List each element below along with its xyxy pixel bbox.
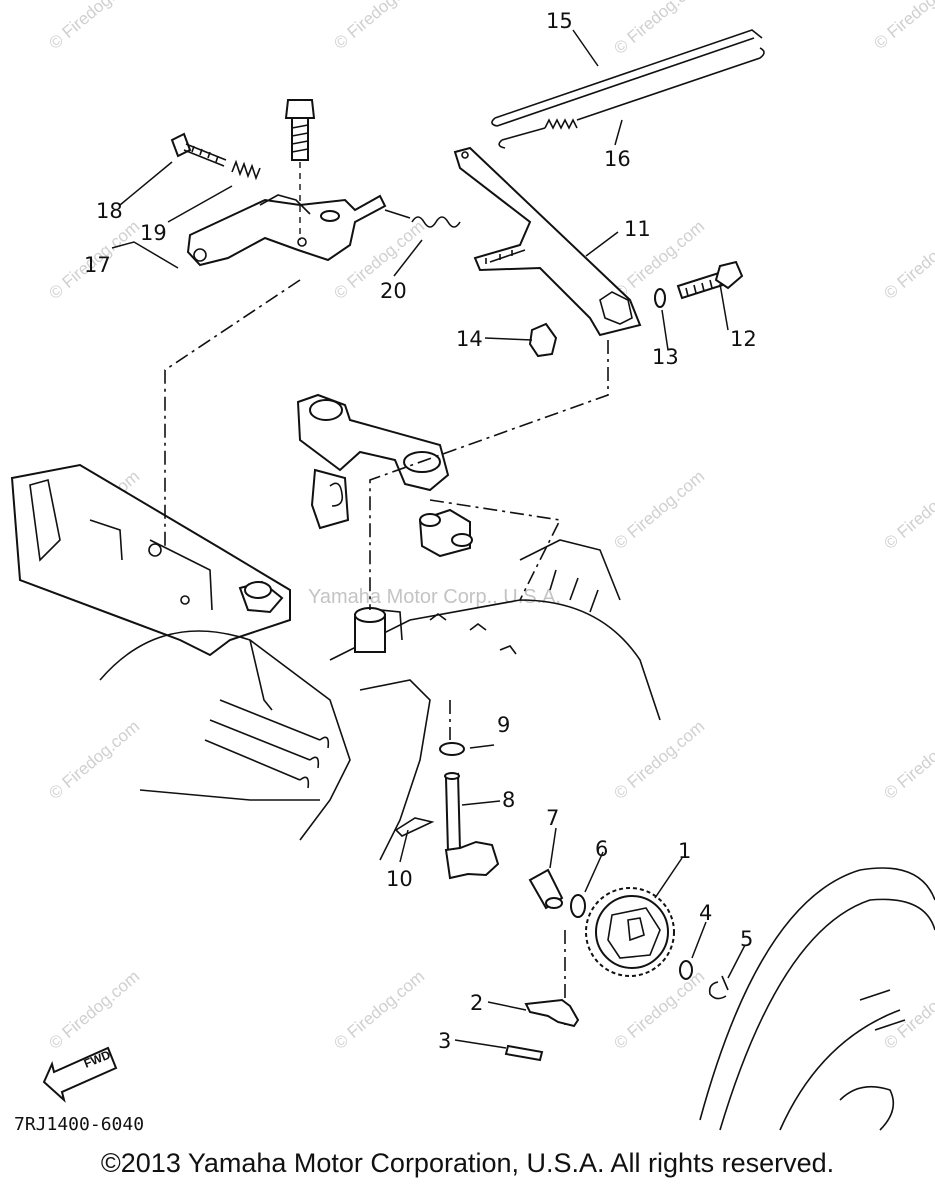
callout-17: 17: [84, 253, 111, 277]
watermark: © Firedog.com: [880, 217, 935, 303]
leader-lines: [111, 29, 746, 1049]
watermark: © Firedog.com: [45, 967, 143, 1053]
watermark: © Firedog.com: [870, 0, 935, 53]
callout-16: 16: [604, 147, 631, 171]
part-2-plate: [524, 998, 580, 1028]
callout-15: 15: [546, 9, 573, 33]
part-5-clip: [708, 975, 729, 1000]
main-frame: [10, 393, 450, 711]
callouts: 1 2 3 4 5 6 7 8 9 10 11 12 13 14 15 16 1…: [84, 9, 757, 1053]
fwd-arrow-icon: FWD: [42, 1046, 118, 1103]
part-20-spring: [384, 209, 461, 228]
part-1-gear: [585, 887, 675, 977]
part-3-pin: [504, 1044, 544, 1062]
callout-11: 11: [624, 217, 651, 241]
assembly-line: [369, 340, 609, 610]
part-8-shaft: [444, 772, 500, 880]
part-11-lever: [453, 146, 642, 337]
callout-14: 14: [456, 327, 483, 351]
part-13-washer: [654, 288, 666, 308]
part-9-washer: [439, 742, 465, 756]
diagram-code: 7RJ1400-6040: [14, 1114, 144, 1135]
part-17-bracket: [186, 194, 387, 267]
callout-10: 10: [386, 867, 413, 891]
watermark: © Firedog.com: [880, 467, 935, 553]
watermark: © Firedog.com: [610, 967, 708, 1053]
part-7-pin: [528, 868, 564, 910]
callout-2: 2: [470, 991, 483, 1015]
callout-4: 4: [699, 901, 712, 925]
part-6-washer: [570, 894, 586, 918]
top-bolt: [284, 99, 316, 161]
callout-18: 18: [96, 199, 123, 223]
callout-20: 20: [380, 279, 407, 303]
part-19-spring: [231, 159, 261, 181]
part-18-screw: [170, 132, 227, 167]
callout-7: 7: [546, 806, 559, 830]
callout-9: 9: [497, 713, 510, 737]
watermark: © Firedog.com: [880, 967, 935, 1053]
watermark: © Firedog.com: [330, 0, 428, 53]
callout-8: 8: [502, 788, 515, 812]
part-10-clip: [394, 817, 435, 837]
part-4-washer: [679, 960, 693, 980]
watermark: © Firedog.com: [610, 467, 708, 553]
part-15-rod: [491, 29, 763, 127]
assembly-line: [164, 279, 301, 548]
watermark: © Firedog.com: [45, 717, 143, 803]
callout-19: 19: [140, 221, 167, 245]
part-16-spring-rod: [498, 47, 765, 149]
watermark: © Firedog.com: [610, 717, 708, 803]
callout-5: 5: [740, 927, 753, 951]
watermark: © Firedog.com: [880, 717, 935, 803]
part-12-bolt: [676, 260, 744, 300]
part-14-block: [528, 322, 558, 358]
callout-1: 1: [678, 839, 691, 863]
center-watermark: Yamaha Motor Corp., U.S.A.: [308, 586, 561, 608]
callout-6: 6: [595, 837, 608, 861]
callout-13: 13: [652, 345, 679, 369]
watermark: © Firedog.com: [45, 0, 143, 53]
engine-case: [99, 499, 661, 861]
crankcase-cover: [699, 867, 935, 1131]
callout-3: 3: [438, 1029, 451, 1053]
copyright-footer: ©2013 Yamaha Motor Corporation, U.S.A. A…: [100, 1148, 835, 1178]
watermark: © Firedog.com: [330, 967, 428, 1053]
callout-12: 12: [730, 327, 757, 351]
